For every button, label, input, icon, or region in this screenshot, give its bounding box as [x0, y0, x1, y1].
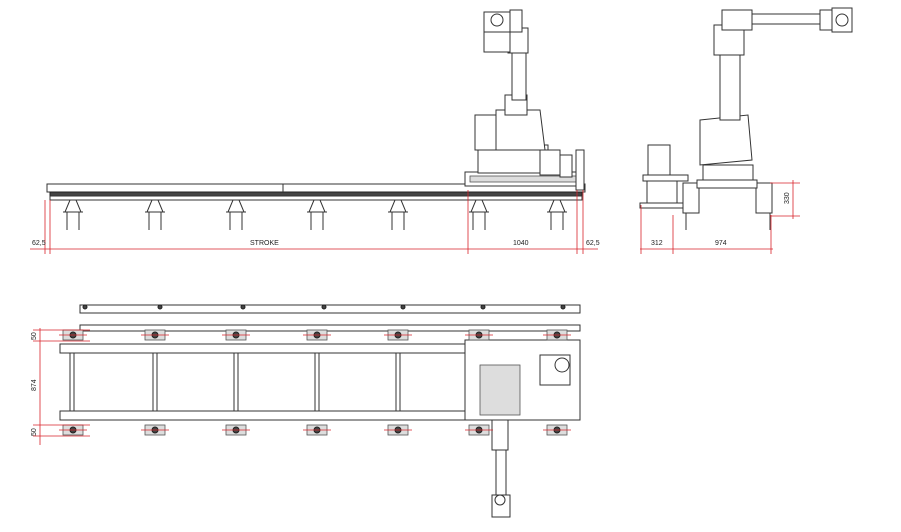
top-dimensions: 50 874 50: [31, 328, 90, 445]
cross-member: [233, 352, 239, 412]
side-dimensions: 312 974 330: [640, 180, 800, 254]
support-leg: [388, 199, 408, 230]
top-view: 50 874 50: [31, 304, 581, 518]
rail-support-legs: [63, 199, 567, 230]
support-leg: [226, 199, 246, 230]
rail-gear-rack: [49, 191, 583, 197]
bolt: [157, 304, 163, 310]
dim-right-overhang: 62,5: [586, 240, 600, 247]
cross-members: [69, 304, 566, 412]
cross-member: [314, 352, 320, 412]
support-leg: [469, 199, 489, 230]
bolt: [480, 304, 486, 310]
anchor-pad: [59, 424, 87, 436]
dim-carriage-length: 1040: [513, 240, 529, 247]
anchor-pad: [303, 329, 331, 341]
anchor-pad: [543, 329, 571, 341]
anchor-pad: [141, 424, 169, 436]
support-leg: [145, 199, 165, 230]
support-leg: [63, 199, 83, 230]
cross-member: [395, 352, 401, 412]
dim-width: 974: [715, 240, 727, 247]
anchor-pad: [222, 424, 250, 436]
front-view: 62,5 STROKE 1040 62,5: [30, 9, 600, 254]
bolt: [400, 304, 406, 310]
dim-top-margin: 50: [31, 332, 38, 340]
rail-beam: [49, 195, 583, 201]
anchor-pad: [384, 329, 412, 341]
dim-left-overhang: 62,5: [32, 240, 46, 247]
robot-arm-front: [474, 9, 561, 176]
anchor-pad: [384, 424, 412, 436]
anchor-pad: [59, 329, 87, 341]
side-view: 312 974 330: [639, 7, 853, 254]
cross-member: [69, 352, 75, 412]
dim-stroke: STROKE: [250, 240, 279, 247]
bolt: [240, 304, 246, 310]
anchor-pad: [543, 424, 571, 436]
anchor-pad: [222, 329, 250, 341]
bolt: [82, 304, 88, 310]
dim-rail-spacing: 874: [31, 379, 38, 391]
anchor-pad: [465, 424, 493, 436]
anchor-pad: [141, 329, 169, 341]
support-leg: [307, 199, 327, 230]
front-dimensions: 62,5 STROKE 1040 62,5: [30, 190, 600, 254]
support-leg: [547, 199, 567, 230]
dim-offset: 312: [651, 240, 663, 247]
floor-anchor-pads: [59, 329, 571, 436]
bolt: [560, 304, 566, 310]
bolt: [321, 304, 327, 310]
cross-member: [152, 352, 158, 412]
anchor-pad: [465, 329, 493, 341]
dim-height: 330: [784, 192, 791, 204]
anchor-pad: [303, 424, 331, 436]
dim-bottom-margin: 50: [31, 428, 38, 436]
